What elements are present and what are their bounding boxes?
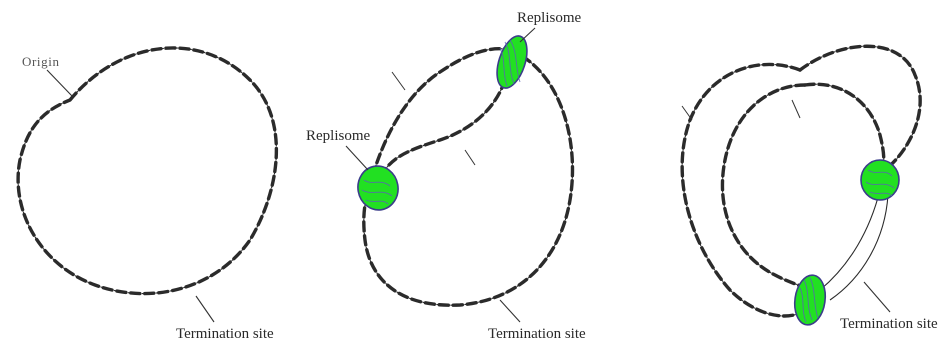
termination-leader-panel-2 [500, 300, 520, 322]
termination-label-panel-1: Termination site [176, 326, 274, 342]
termination-label-panel-2: Termination site [488, 326, 586, 342]
panel-1: Origin Termination site [18, 48, 276, 342]
replisome-left-label: Replisome [306, 128, 371, 144]
replisome-top-leader [520, 28, 535, 42]
origin-label: Origin [22, 54, 60, 69]
replisome-top [491, 32, 532, 91]
panel-2: Replisome Replisome Termination site [306, 10, 586, 342]
replisome-top-label: Replisome [517, 10, 582, 26]
replisome-left [354, 163, 401, 213]
replisome-right [861, 160, 899, 200]
fork-arrow-inner-top [792, 100, 800, 118]
fork-arrow-outer [682, 106, 692, 120]
fork-arrow-inner [465, 150, 475, 165]
replisome-left-leader [346, 146, 368, 170]
termination-leader-panel-1 [196, 296, 214, 322]
replisome-bottom [792, 273, 829, 327]
origin-leader-line [47, 70, 72, 96]
circular-dna-panel-1 [18, 48, 276, 294]
termination-leader-panel-3 [864, 282, 890, 312]
fork-arrow-top-left [392, 72, 405, 90]
termination-label-panel-3: Termination site [840, 316, 938, 332]
panel-3: Termination site [682, 46, 938, 332]
